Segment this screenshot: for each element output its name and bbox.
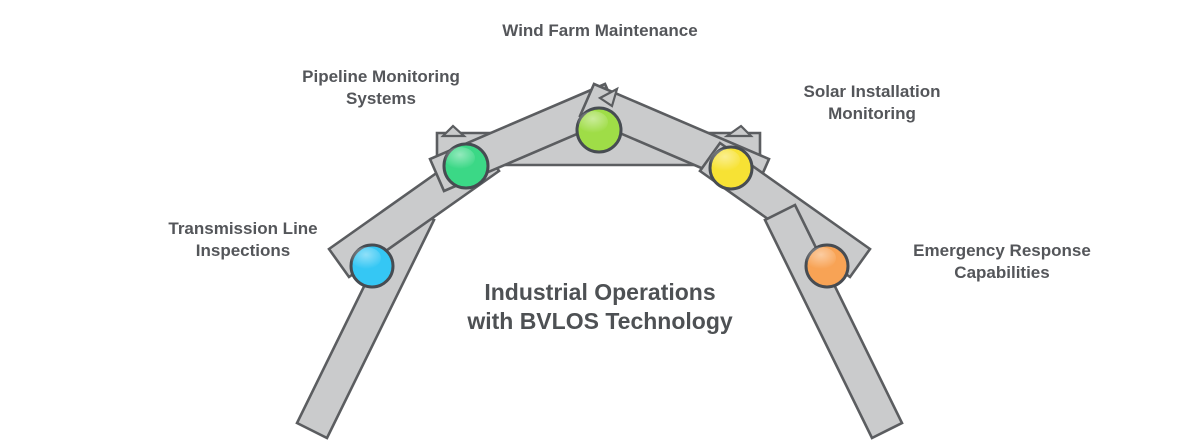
label-line: Monitoring — [828, 104, 916, 123]
label-line: Solar Installation — [803, 82, 941, 101]
node-highlight — [445, 147, 475, 169]
label-transmission-line-inspections: Transmission Line Inspections — [168, 218, 317, 262]
node-highlight — [578, 111, 608, 133]
corner-notch-peak — [597, 86, 619, 108]
title-line-1: Industrial Operations — [484, 279, 716, 305]
right-leg-plank — [763, 203, 904, 440]
node-highlight — [806, 247, 836, 269]
label-pipeline-monitoring-systems: Pipeline Monitoring Systems — [302, 66, 460, 110]
node-highlight — [710, 149, 740, 171]
corner-notch-left — [440, 124, 467, 138]
label-line: Inspections — [195, 241, 291, 260]
corner-notch-right — [723, 124, 754, 138]
node-highlight — [351, 247, 381, 269]
label-solar-installation-monitoring: Solar Installation Monitoring — [804, 81, 941, 125]
label-line: Systems — [346, 89, 416, 108]
label-emergency-response-capabilities: Emergency Response Capabilities — [913, 240, 1091, 284]
title-line-2: with BVLOS Technology — [467, 308, 733, 334]
label-line: Wind Farm Maintenance — [502, 21, 698, 40]
label-line: Pipeline Monitoring — [302, 67, 460, 86]
label-line: Capabilities — [954, 263, 1050, 282]
label-line: Transmission Line — [168, 219, 318, 238]
label-wind-farm-maintenance: Wind Farm Maintenance — [502, 20, 697, 42]
label-line: Emergency Response — [913, 241, 1091, 260]
diagram-title: Industrial Operations with BVLOS Technol… — [467, 278, 732, 336]
